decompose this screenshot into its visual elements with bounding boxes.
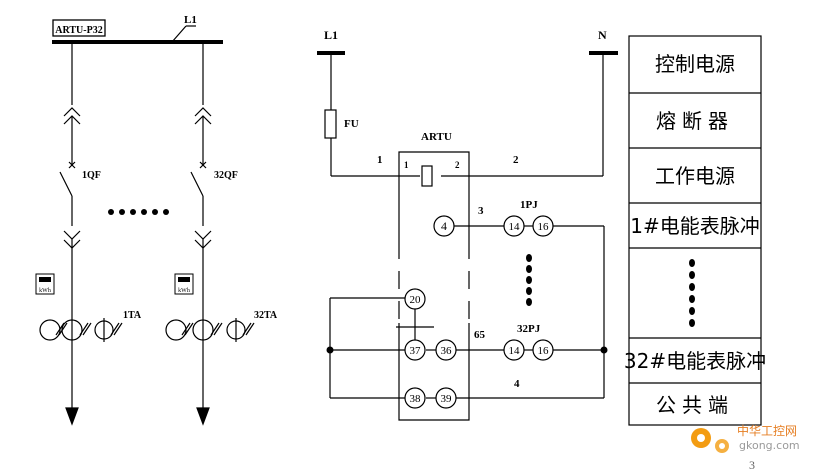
terminal-4	[433, 215, 455, 237]
bus-leader	[171, 25, 187, 43]
terminal-37-label: 37	[410, 345, 422, 357]
legend-row-pulse-1: 1#电能表脉冲	[630, 214, 759, 238]
pin-1-label: 1	[404, 160, 409, 170]
terminal-16a	[532, 215, 554, 237]
terminal-4-label: 4	[441, 219, 447, 233]
watermark-logo-icon	[691, 428, 729, 453]
legend-row-pulse-32: 32#电能表脉冲	[624, 349, 766, 373]
meter-32-label: kWh	[178, 288, 190, 294]
breaker-1-blade-icon	[59, 171, 73, 197]
terminal-37	[404, 339, 426, 361]
terminal-38	[404, 387, 426, 409]
ct-32-label: 32TA	[254, 310, 278, 321]
feeder-1-arrow-icon	[65, 407, 79, 426]
feeder-32	[165, 42, 255, 408]
artu-box-top	[398, 151, 470, 241]
bus-label: L1	[184, 14, 197, 26]
artu-box-bottom	[398, 323, 470, 421]
disconnect-bottom-icon	[63, 230, 81, 240]
feeder-ellipsis-icon	[108, 209, 169, 215]
terminal-36-label: 36	[441, 345, 453, 357]
terminal-39-label: 39	[441, 393, 453, 405]
pulse-ellipsis-icon	[526, 254, 532, 306]
artu-label: ARTU	[421, 131, 452, 143]
legend-table	[628, 35, 762, 426]
breaker-32-blade-icon	[190, 171, 204, 197]
wire-65-label: 65	[474, 329, 486, 341]
ct-32-icon	[192, 319, 214, 341]
power-coil-icon	[421, 165, 433, 187]
terminal-36	[435, 339, 457, 361]
terminal-14a-label: 14	[509, 221, 521, 233]
artu-wiring	[317, 51, 618, 421]
meter-1-icon	[35, 273, 55, 295]
meter-1-label: kWh	[39, 288, 51, 294]
junction-dot-left	[326, 346, 334, 354]
wire-4-label: 4	[514, 378, 520, 390]
legend-row-working-power: 工作电源	[655, 164, 735, 188]
terminal-38-label: 38	[410, 393, 422, 405]
pin-2-label: 2	[455, 160, 460, 170]
terminal-20	[404, 288, 426, 310]
feeder-1	[39, 42, 123, 408]
watermark-name: 中华工控网	[737, 423, 797, 438]
fuse-label: FU	[344, 118, 359, 130]
ct-1-label: 1TA	[123, 310, 142, 321]
terminal-14a	[503, 215, 525, 237]
terminal-39	[435, 387, 457, 409]
legend-row-fuse: 熔断器	[656, 109, 734, 133]
terminal-14b-label: 14	[509, 345, 521, 357]
breaker-32-label: 32QF	[214, 170, 238, 181]
meter-32-icon	[174, 273, 194, 295]
fuse-icon	[324, 109, 337, 139]
watermark-url: gkong.com	[739, 439, 800, 452]
terminal-16b	[532, 339, 554, 361]
terminal-20-label: 20	[410, 294, 422, 306]
feeder-32-arrow-icon	[196, 407, 210, 426]
legend-row-common: 公共端	[656, 393, 734, 417]
device-box	[52, 19, 106, 37]
page-number: 3	[749, 458, 755, 472]
disconnect-top-icon	[63, 107, 81, 117]
wire-3-label: 3	[478, 205, 484, 217]
legend-row-control-power: 控制电源	[655, 52, 735, 76]
breaker-1-label: 1QF	[82, 170, 101, 181]
l1-label: L1	[324, 28, 338, 42]
wire-2-label: 2	[513, 154, 519, 166]
terminal-16a-label: 16	[538, 221, 550, 233]
junction-dot-right	[600, 346, 608, 354]
n-label: N	[598, 28, 607, 42]
pulse-1-label: 1PJ	[520, 199, 538, 211]
single-line-diagram	[35, 19, 255, 426]
terminal-16b-label: 16	[538, 345, 550, 357]
pulse-32-label: 32PJ	[517, 323, 541, 335]
legend-ellipsis-icon	[689, 259, 695, 327]
device-name: ARTU-P32	[55, 25, 102, 36]
terminal-14b	[503, 339, 525, 361]
wire-1-label: 1	[377, 154, 383, 166]
